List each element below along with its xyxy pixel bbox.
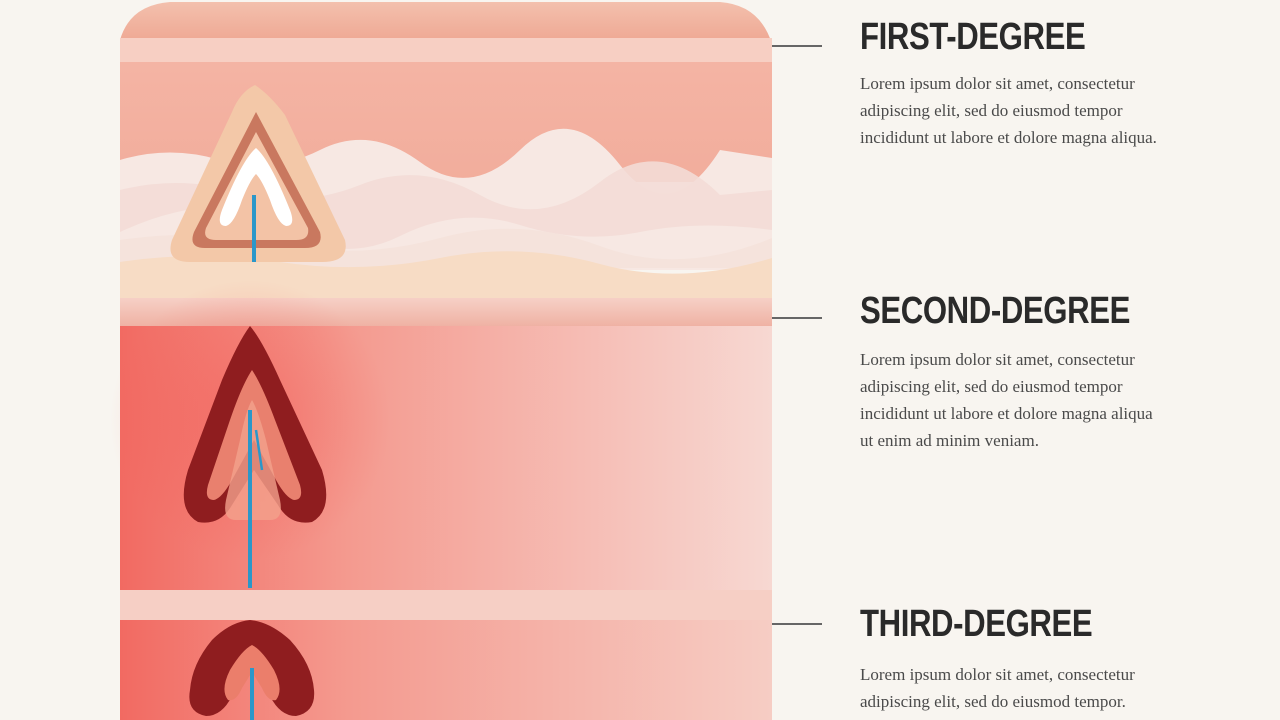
third-degree-description: Lorem ipsum dolor sit amet, consectetur …: [860, 665, 1135, 711]
divider-band-2: [120, 590, 772, 620]
second-degree-description: Lorem ipsum dolor sit amet, consectetur …: [860, 350, 1153, 450]
first-degree-burn-wound: [170, 85, 346, 262]
skin-surface-line: [120, 38, 772, 64]
third-degree-burn-wound: [189, 620, 315, 720]
first-degree-description: Lorem ipsum dolor sit amet, consectetur …: [860, 74, 1157, 147]
third-degree-label: THIRD-DEGREE Lorem ipsum dolor sit amet,…: [860, 605, 1143, 715]
first-degree-label: FIRST-DEGREE Lorem ipsum dolor sit amet,…: [860, 18, 1157, 151]
second-degree-label: SECOND-DEGREE Lorem ipsum dolor sit amet…: [860, 292, 1189, 454]
skin-top-cap: [120, 2, 772, 48]
third-degree-heading: THIRD-DEGREE: [860, 603, 1093, 645]
first-degree-heading: FIRST-DEGREE: [860, 16, 1086, 58]
second-degree-heading: SECOND-DEGREE: [860, 290, 1130, 332]
second-degree-burn-wound: [183, 326, 327, 588]
